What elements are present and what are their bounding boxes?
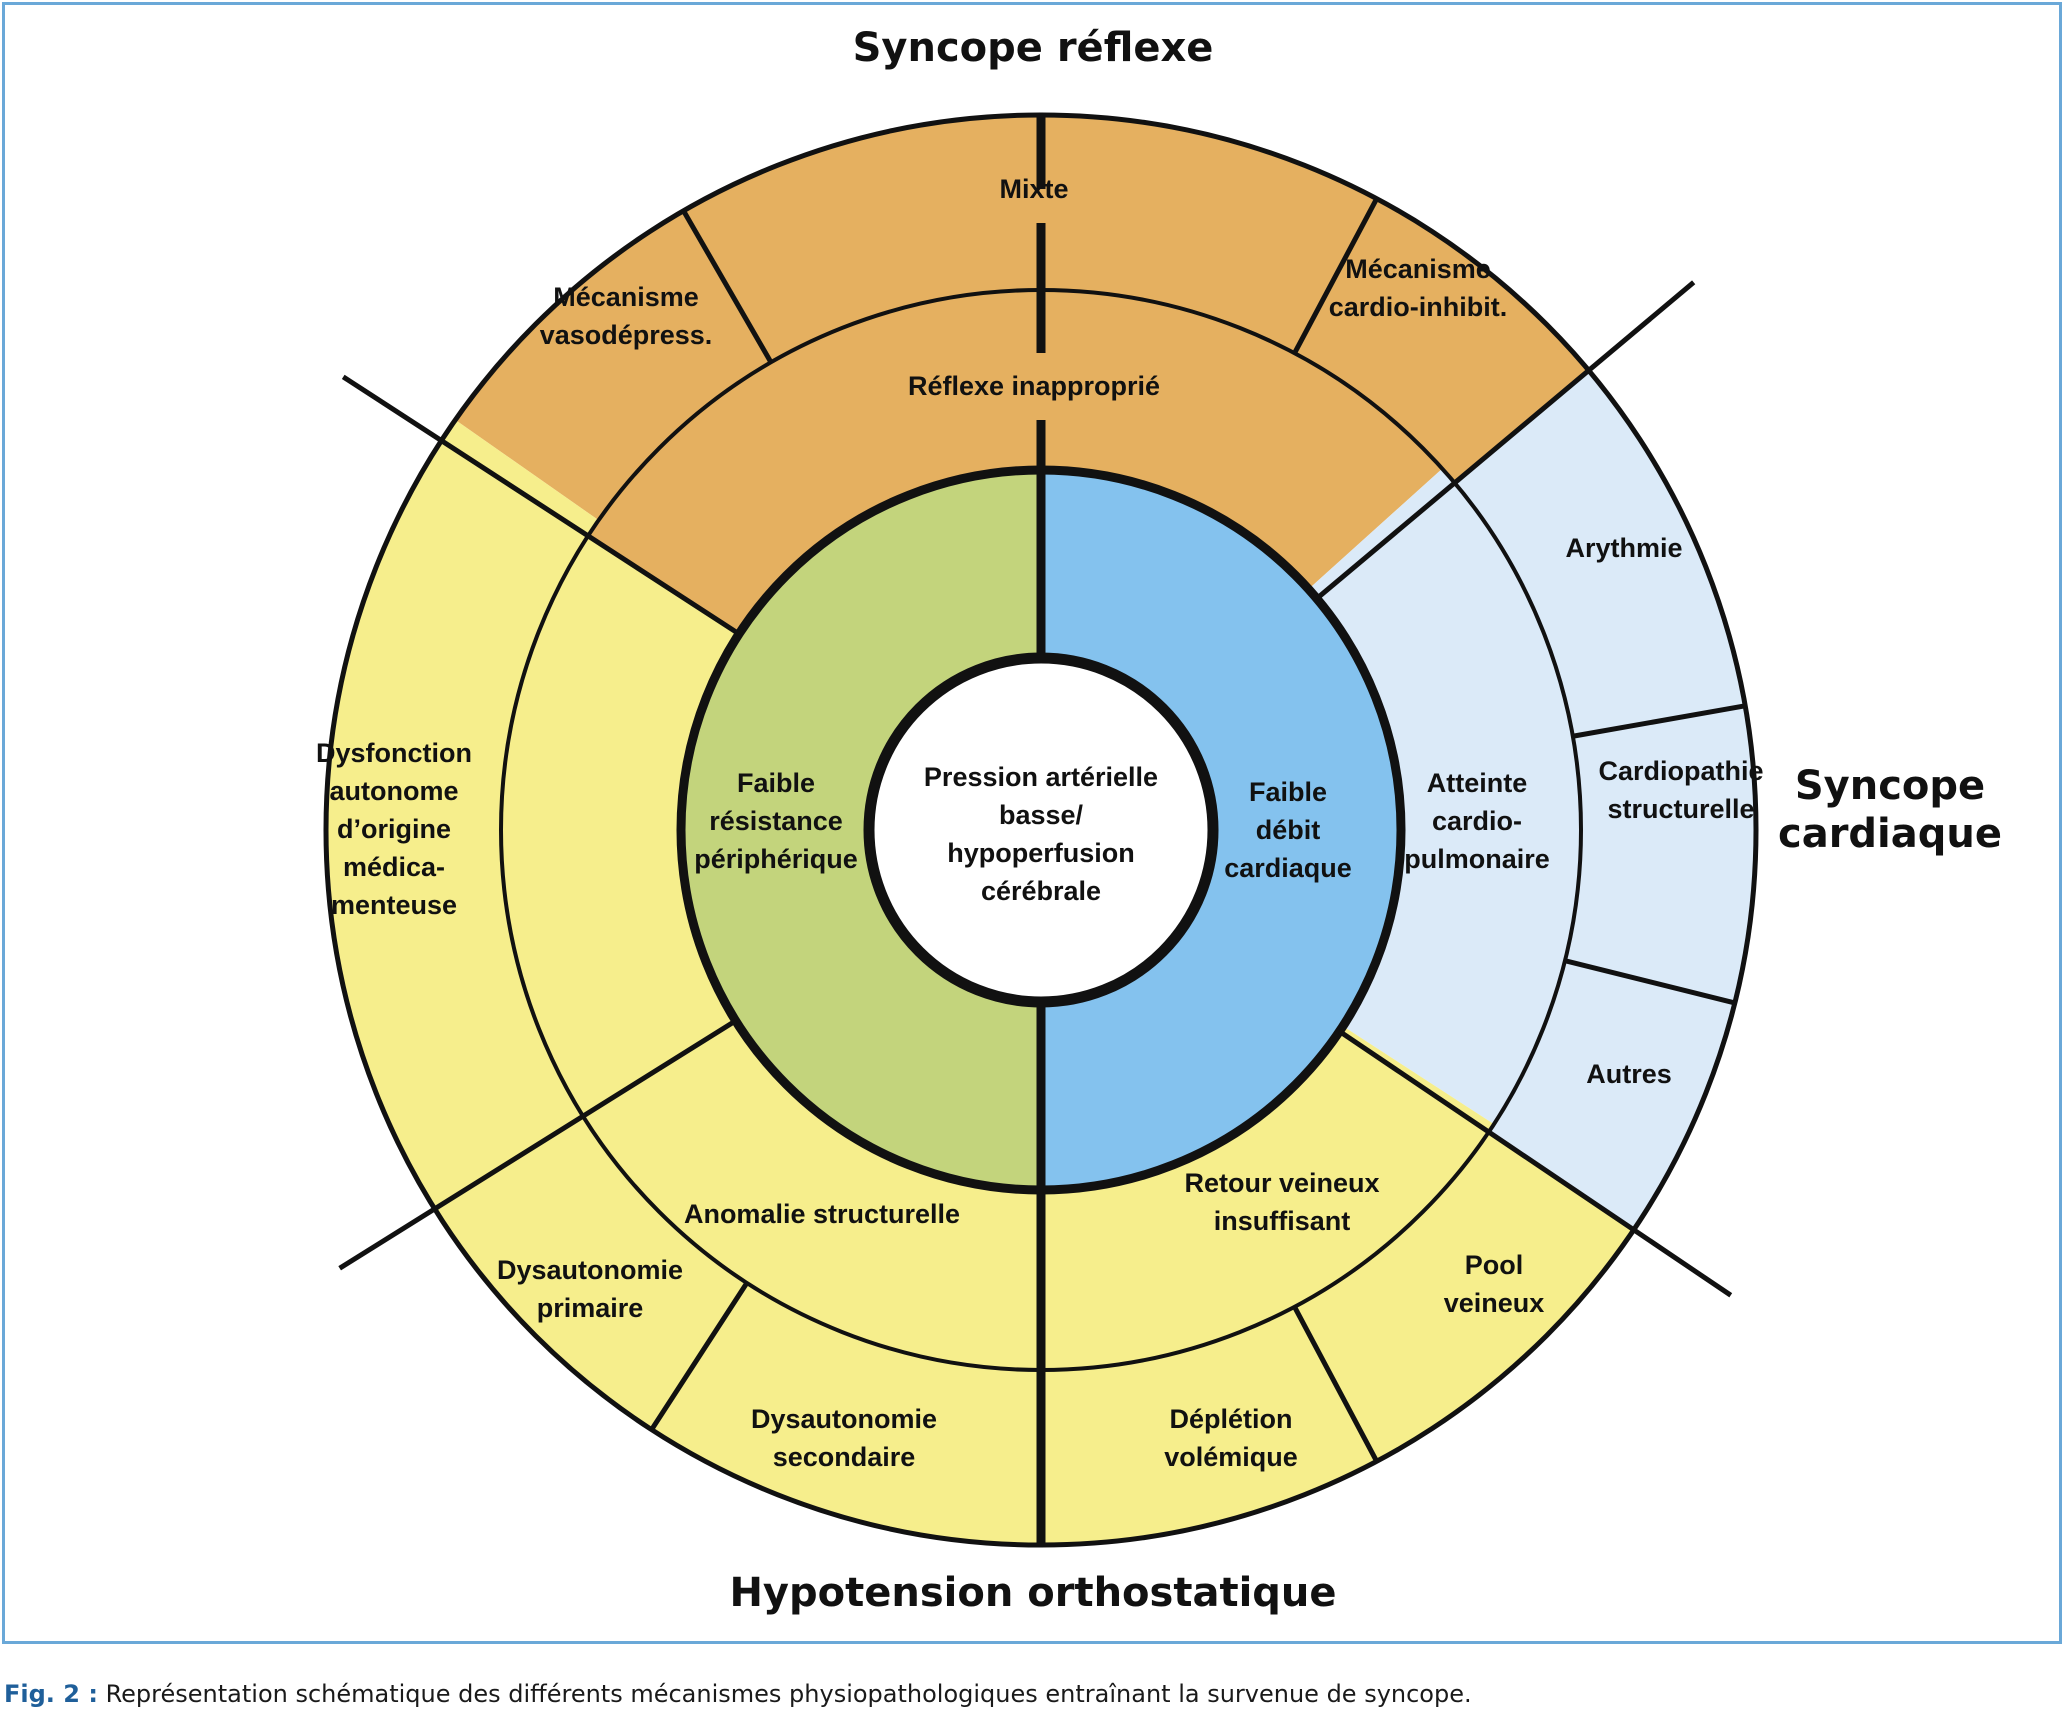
center-label: Pression artérielle basse/hypoperfusion cé… — [924, 762, 1158, 906]
outer-label-structural-heart-line: structurelle — [1607, 794, 1754, 824]
inner-label-low-resistance-line: résistance — [709, 806, 843, 836]
outer-label-mixed: Mixte — [999, 174, 1068, 204]
group-label-cardiac-line: Syncope — [1795, 763, 1985, 809]
outer-label-structural-heart-line: Cardiopathie — [1598, 756, 1763, 786]
middle-ring-orthostatic-sector — [501, 535, 1494, 1370]
center-label-line: cérébrale — [981, 876, 1101, 906]
outer-label-arrhythmia-line: Arythmie — [1565, 533, 1682, 563]
outer-label-arrhythmia: Arythmie — [1565, 533, 1682, 563]
outer-label-drug-line: d’origine — [337, 814, 451, 844]
inner-ring-low-resistance-half — [681, 470, 1041, 1190]
outer-label-drug-line: Dysfonction — [316, 738, 472, 768]
middle-label-cardiac-line: cardio- — [1432, 806, 1522, 836]
middle-label-structural: Anomalie structurelle — [684, 1199, 960, 1229]
divider-outer-structural-others — [1564, 958, 1736, 1006]
outer-label-cardioinhib-line: cardio-inhibit. — [1329, 292, 1508, 322]
inner-label-low-output: Faible débit cardiaque — [1224, 777, 1352, 883]
outer-label-depletion-line: Déplétion — [1169, 1404, 1292, 1434]
outer-label-others-line: Autres — [1586, 1059, 1672, 1089]
outer-ring-cardiac-sector — [1454, 370, 1757, 1230]
inner-label-low-output-line: cardiaque — [1224, 853, 1352, 883]
divider-reflex-orthostatic — [341, 374, 741, 637]
outer-label-mixed-line: Mixte — [999, 174, 1068, 204]
outer-ring-reflex-sector — [455, 114, 1589, 521]
divider-cardiac-orthostatic — [1338, 1029, 1733, 1298]
middle-ring-reflex-sector — [588, 290, 1443, 634]
divider-outer-secondary-primary — [649, 1281, 749, 1432]
middle-label-cardiac-line: Atteinte — [1427, 768, 1528, 798]
outer-ring-orthostatic-sector — [326, 419, 1634, 1545]
outer-label-venous-pool-line: Pool — [1465, 1250, 1524, 1280]
middle-label-cardiac-line: pulmonaire — [1404, 844, 1550, 874]
outer-label-secondary-line: Dysautonomie — [751, 1404, 937, 1434]
group-label-orthostatic-line: Hypotension orthostatique — [729, 1570, 1336, 1616]
divider-outer-mixed-cardioinhib — [1292, 197, 1379, 355]
outer-label-cardioinhib: Mécanisme cardio-inhibit. — [1329, 254, 1508, 322]
middle-label-venous-return-line: Retour veineux — [1184, 1168, 1379, 1198]
group-label-orthostatic: Hypotension orthostatique — [729, 1570, 1336, 1616]
middle-label-reflex: Réflexe inapproprié — [908, 371, 1160, 401]
inner-ring-low-output-half — [1041, 470, 1401, 1190]
inner-label-low-output-line: débit — [1256, 815, 1321, 845]
middle-label-venous-return-line: insuffisant — [1214, 1206, 1351, 1236]
middle-label-cardiac: Atteinte cardio-pulmonaire — [1404, 768, 1550, 874]
outer-label-primary-line: Dysautonomie — [497, 1255, 683, 1285]
group-label-cardiac-line: cardiaque — [1778, 811, 2002, 857]
outer-label-drug: Dysfonction autonome d’origine médica-mente… — [316, 738, 472, 920]
center-label-line: basse/ — [999, 800, 1084, 830]
diagram-dividers — [323, 112, 1759, 1548]
group-label-reflex: Syncope réflexe — [853, 25, 1214, 71]
divider-outer-arrhythmia-structural — [1572, 703, 1746, 739]
outer-label-venous-pool-line: veineux — [1444, 1288, 1545, 1318]
middle-label-structural-line: Anomalie structurelle — [684, 1199, 960, 1229]
caption-label: Fig. 2 : — [4, 1680, 98, 1708]
diagram-rings — [326, 114, 1757, 1545]
outer-label-structural-heart: Cardiopathie structurelle — [1598, 756, 1763, 824]
outer-label-drug-line: médica- — [343, 852, 445, 882]
figure-caption: Fig. 2 : Représentation schématique des … — [4, 1680, 2054, 1708]
inner-label-low-output-line: Faible — [1249, 777, 1327, 807]
outer-label-vasodepress-line: Mécanisme — [553, 282, 699, 312]
outer-label-others: Autres — [1586, 1059, 1672, 1089]
outer-label-depletion: Déplétion volémique — [1164, 1404, 1298, 1472]
figure-frame — [2, 2, 2062, 1644]
inner-label-low-resistance: Faible résistance périphérique — [694, 768, 858, 874]
divider-reflex-cardiac — [1315, 280, 1696, 601]
divider-left-lower — [338, 1018, 738, 1271]
inner-label-low-resistance-line: Faible — [737, 768, 815, 798]
middle-label-venous-return: Retour veineux insuffisant — [1184, 1168, 1379, 1236]
outer-label-cardioinhib-line: Mécanisme — [1345, 254, 1491, 284]
outer-label-vasodepress-line: vasodépress. — [540, 320, 713, 350]
outer-label-vasodepress: Mécanisme vasodépress. — [540, 282, 713, 350]
outer-label-venous-pool: Pool veineux — [1444, 1250, 1545, 1318]
divider-outer-vasodepress-mixed — [681, 209, 774, 364]
caption-text: Représentation schématique des différent… — [97, 1680, 1472, 1708]
outer-label-depletion-line: volémique — [1164, 1442, 1298, 1472]
inner-label-low-resistance-line: périphérique — [694, 844, 858, 874]
outer-label-secondary: Dysautonomie secondaire — [751, 1404, 937, 1472]
outer-label-primary-line: primaire — [537, 1293, 644, 1323]
middle-label-reflex-line: Réflexe inapproprié — [908, 371, 1160, 401]
group-label-reflex-line: Syncope réflexe — [853, 25, 1214, 71]
outer-label-drug-line: autonome — [329, 776, 458, 806]
outer-label-drug-line: menteuse — [331, 890, 457, 920]
divider-outer-pool-depletion — [1292, 1305, 1379, 1463]
center-label-line: hypoperfusion — [947, 838, 1135, 868]
outer-label-primary: Dysautonomie primaire — [497, 1255, 683, 1323]
center-label-line: Pression artérielle — [924, 762, 1158, 792]
outer-label-secondary-line: secondaire — [773, 1442, 916, 1472]
